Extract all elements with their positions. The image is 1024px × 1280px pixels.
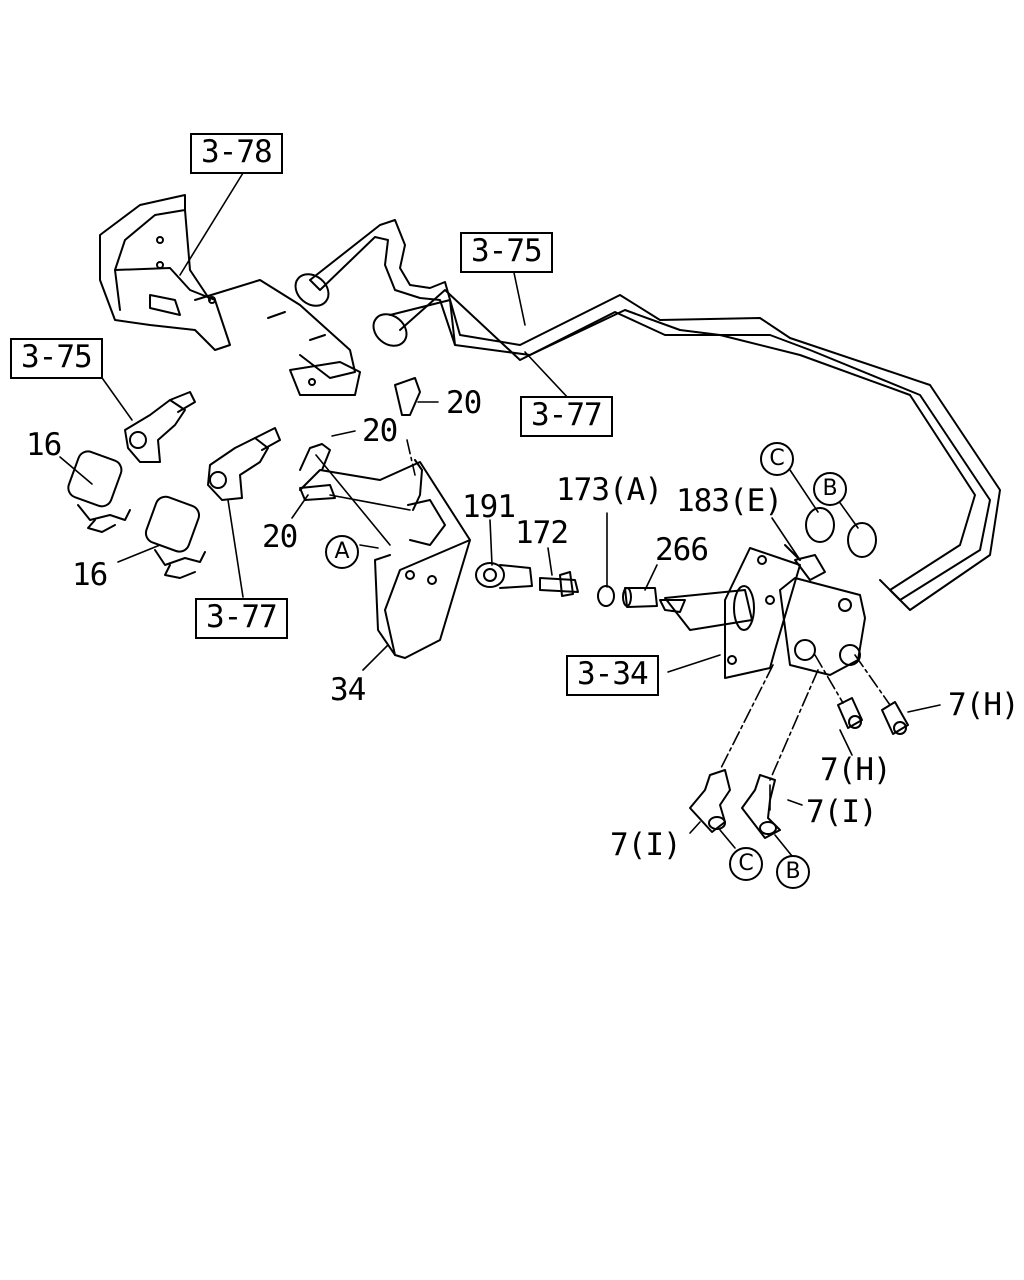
circle-mark-a: A	[325, 535, 359, 569]
ref-box-3-75-left: 3-75	[10, 338, 103, 379]
ref-box-3-75-top: 3-75	[460, 232, 553, 273]
part-label-183e: 183(E)	[676, 483, 783, 519]
brake-pipe-upper	[289, 220, 1000, 610]
part-label-172: 172	[515, 515, 569, 551]
circle-mark-b-top: B	[813, 472, 847, 506]
pressure-switches-16	[66, 449, 205, 578]
part-label-191: 191	[462, 489, 516, 525]
leader-lines	[60, 173, 940, 856]
part-label-173a: 173(A)	[556, 472, 663, 508]
ref-box-3-34: 3-34	[566, 655, 659, 696]
ref-box-3-78: 3-78	[190, 133, 283, 174]
fittings-7i	[690, 770, 780, 838]
three-way-joints	[125, 392, 280, 500]
part-label-20-middle: 20	[362, 413, 398, 449]
fittings-7h	[838, 698, 908, 734]
alignment-lines	[407, 440, 890, 780]
ref-box-3-77-mid: 3-77	[520, 396, 613, 437]
circle-mark-c-bottom: C	[729, 847, 763, 881]
part-label-20-lower: 20	[262, 519, 298, 555]
master-cylinder	[660, 548, 865, 678]
part-label-34: 34	[330, 672, 366, 708]
part-label-16-upper: 16	[26, 427, 62, 463]
part-label-7h-middle: 7(H)	[820, 752, 892, 788]
part-label-16-lower: 16	[72, 557, 108, 593]
part-label-7h-right: 7(H)	[948, 687, 1020, 723]
bracket-3-78	[100, 195, 360, 395]
circle-mark-c-top: C	[760, 442, 794, 476]
bolt-183	[785, 545, 825, 580]
pipe-nuts	[806, 508, 876, 557]
part-label-7i-left: 7(I)	[610, 827, 682, 863]
pedal-bracket-34	[300, 378, 470, 658]
circle-mark-b-bottom: B	[776, 855, 810, 889]
ref-box-3-77-bottom: 3-77	[195, 598, 288, 639]
pushrod-parts	[476, 563, 657, 607]
part-label-20-upper: 20	[446, 385, 482, 421]
part-label-7i-right: 7(I)	[806, 794, 878, 830]
part-label-266: 266	[655, 532, 709, 568]
